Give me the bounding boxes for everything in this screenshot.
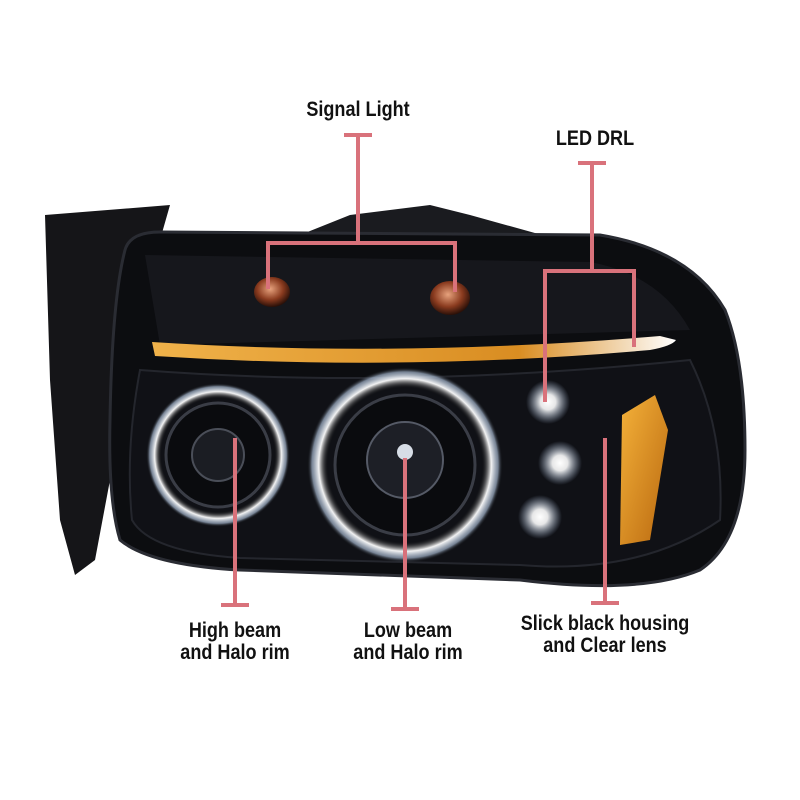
housing-line-1: Slick black housing: [520, 612, 690, 635]
mounting-bracket: [45, 205, 170, 575]
signal-bulb-right: [430, 281, 470, 315]
led-drl-text: LED DRL: [555, 127, 635, 150]
signal-bulb-left: [254, 277, 290, 307]
signal-light-label: Signal Light: [298, 99, 418, 121]
high-beam-line-2: and Halo rim: [180, 641, 290, 664]
low-beam-line-1: Low beam: [363, 619, 453, 642]
housing-line-2: and Clear lens: [543, 634, 667, 657]
side-marker: [620, 395, 668, 545]
housing-label: Slick black housing and Clear lens: [519, 613, 691, 657]
signal-light-text: Signal Light: [306, 98, 410, 121]
low-beam-label: Low beam and Halo rim: [335, 620, 481, 664]
led-drl-label: LED DRL: [543, 128, 646, 150]
low-beam-line-2: and Halo rim: [353, 641, 463, 664]
led-2: [538, 441, 582, 485]
led-3: [518, 495, 562, 539]
led-1: [526, 380, 570, 424]
high-beam-label: High beam and Halo rim: [162, 620, 308, 664]
high-beam-line-1: High beam: [188, 619, 282, 642]
